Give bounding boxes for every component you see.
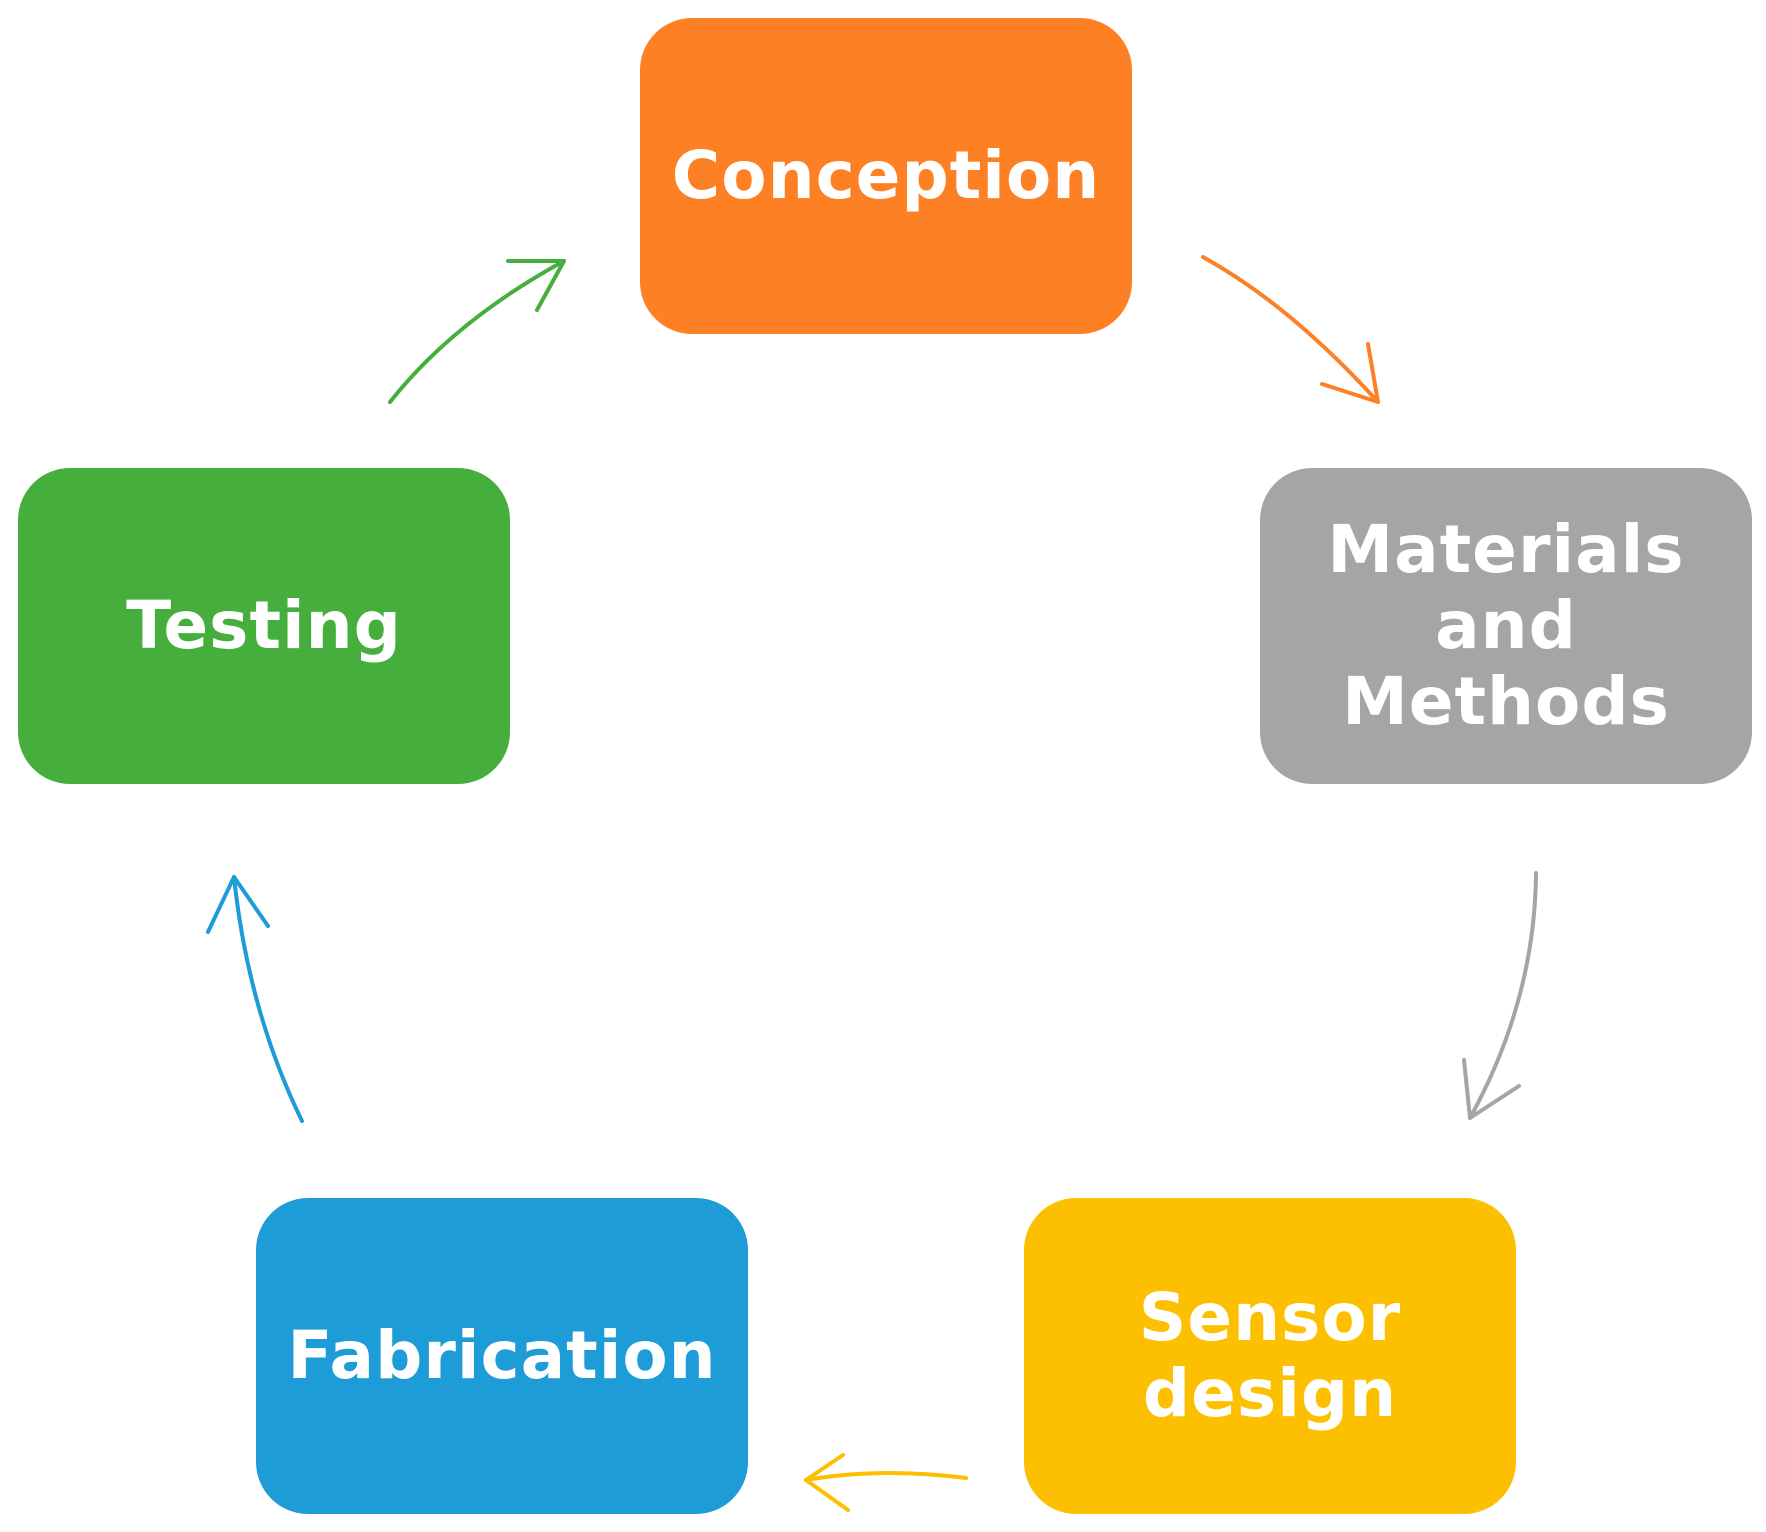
- node-label-testing: Testing: [126, 587, 402, 665]
- arrow-conception-to-materials: [1201, 255, 1380, 404]
- arrow-fabrication-to-testing: [206, 875, 304, 1123]
- node-fabrication: Fabrication: [256, 1198, 748, 1514]
- arrow-sensor-to-fabrication: [804, 1453, 968, 1512]
- node-label-materials-and-methods: Materials and Methods: [1327, 511, 1685, 740]
- node-sensor-design: Sensor design: [1024, 1198, 1516, 1514]
- node-testing: Testing: [18, 468, 510, 784]
- arrow-testing-to-conception: [388, 259, 566, 404]
- node-materials-and-methods: Materials and Methods: [1260, 468, 1752, 784]
- node-label-conception: Conception: [671, 137, 1101, 215]
- arrow-materials-to-sensor: [1462, 871, 1538, 1120]
- node-label-fabrication: Fabrication: [287, 1317, 717, 1395]
- node-label-sensor-design: Sensor design: [1138, 1279, 1402, 1432]
- node-conception: Conception: [640, 18, 1132, 334]
